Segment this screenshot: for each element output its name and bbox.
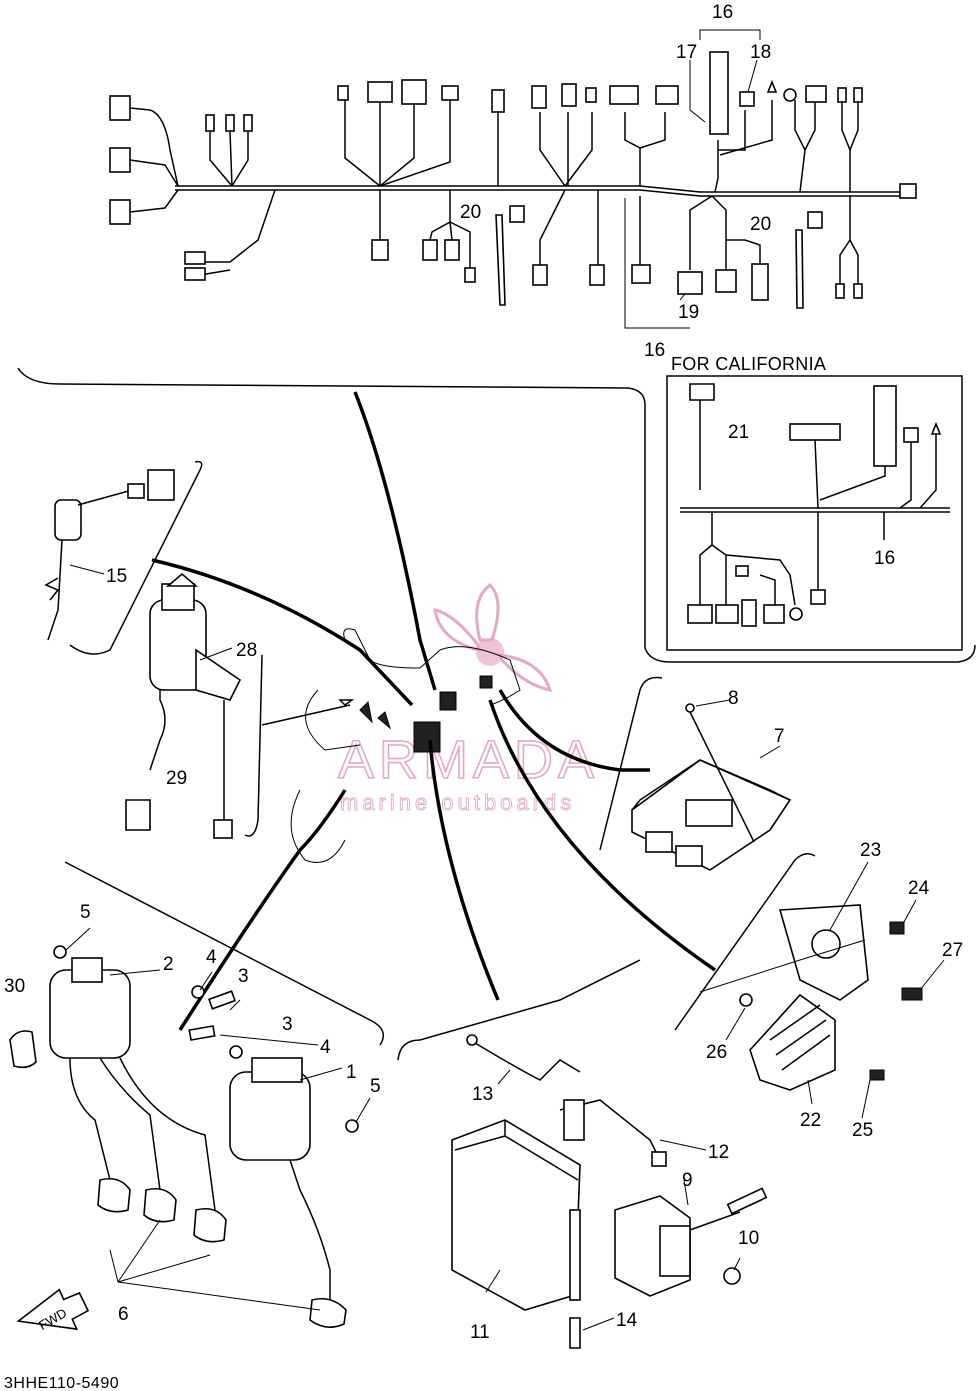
callout-11: 11: [470, 1322, 490, 1343]
callout-12: 12: [708, 1142, 729, 1163]
callout-23: 23: [860, 840, 881, 861]
callout-3-lower: 3: [282, 1014, 293, 1035]
fwd-arrow: FWD: [16, 1288, 90, 1333]
callout-labels: 1 2 3 3 4 4 5 5 6 7 8 9 10 11 12 13 14 1…: [4, 2, 963, 1343]
callout-29: 29: [166, 768, 187, 789]
california-caption: FOR CALIFORNIA: [671, 354, 826, 374]
callout-8: 8: [728, 688, 739, 709]
sidestand-switch: [44, 469, 175, 641]
watermark-tagline: marine outboards: [340, 790, 575, 815]
callout-21: 21: [728, 422, 749, 443]
callout-14: 14: [616, 1310, 638, 1331]
callout-18: 18: [750, 42, 771, 63]
ignition-coils: [9, 945, 359, 1328]
harness-connectors: [109, 51, 917, 309]
callout-10: 10: [738, 1228, 759, 1249]
callout-4-upper: 4: [206, 947, 217, 968]
california-inset: FOR CALIFORNIA: [666, 354, 963, 651]
callout-19: 19: [678, 302, 699, 323]
armada-watermark: ARMADA marine outboards: [337, 583, 599, 815]
callout-26: 26: [706, 1042, 727, 1063]
routing-leaders: [151, 391, 716, 1031]
callout-leaders: [65, 564, 945, 1331]
callout-27: 27: [942, 940, 963, 961]
callout-16-california: 16: [874, 548, 895, 569]
battery: [451, 1034, 667, 1349]
callout-9: 9: [682, 1170, 693, 1191]
callout-30: 30: [4, 976, 25, 997]
callout-15: 15: [106, 566, 127, 587]
starter-relay: [614, 1187, 768, 1297]
callout-13: 13: [472, 1084, 493, 1105]
callout-2: 2: [163, 954, 174, 975]
wire-harness: [129, 30, 900, 329]
callout-3-upper: 3: [238, 966, 249, 987]
drawing-code: 3HHE110-5490: [4, 1375, 119, 1391]
rectifier-regulator: [699, 904, 923, 1091]
callout-4-lower: 4: [320, 1037, 331, 1058]
callout-5-left: 5: [80, 902, 91, 923]
callout-7: 7: [774, 726, 785, 747]
watermark-brand: ARMADA: [338, 730, 599, 790]
callout-1: 1: [346, 1062, 357, 1083]
callout-16-bottom: 16: [644, 340, 665, 361]
callout-16-top: 16: [712, 2, 733, 23]
ecu-unit: [631, 703, 792, 871]
callout-20-left: 20: [460, 202, 481, 223]
motorcycle-outline: [290, 628, 521, 863]
callout-25: 25: [852, 1120, 873, 1141]
callout-28: 28: [236, 640, 257, 661]
callout-5-right: 5: [370, 1076, 381, 1097]
callout-24: 24: [908, 878, 930, 899]
callout-6: 6: [118, 1304, 129, 1325]
main-switch: [125, 572, 242, 839]
callout-20-right: 20: [750, 214, 771, 235]
callout-17: 17: [676, 42, 697, 63]
section-outlines: [17, 367, 976, 1061]
callout-22: 22: [800, 1110, 821, 1131]
